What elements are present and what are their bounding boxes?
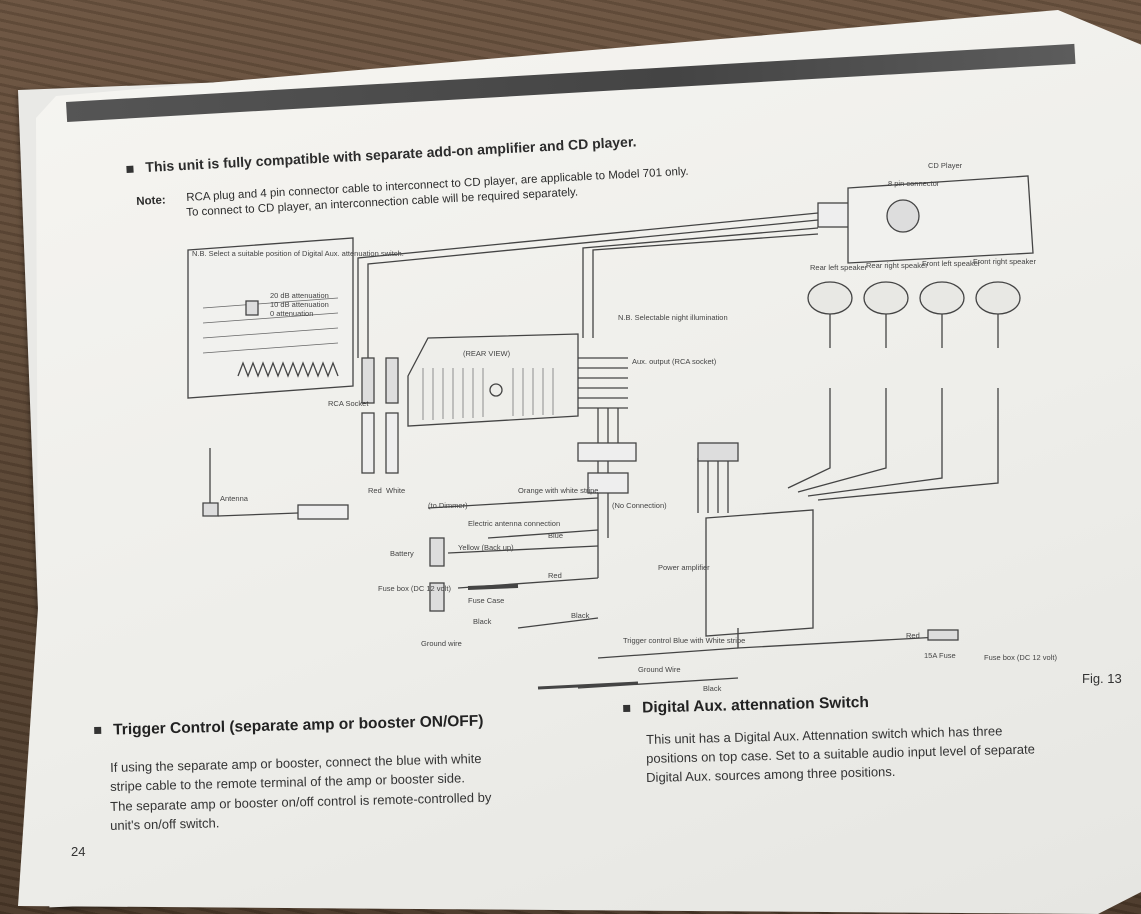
trigger-line-4: unit's on/off switch. [110,815,220,833]
power-wiring [427,497,739,690]
power-amp-label: Power amplifier [658,563,710,572]
antenna-label: Antenna [220,494,249,503]
trigger-section-heading: Trigger Control (separate amp or booster… [94,712,484,740]
fuse-15a-label: 15A Fuse [924,651,956,660]
wiring-diagram: N.B. Select a suitable position of Digit… [187,161,1057,693]
white-label: White [386,486,405,495]
red2-label: Red [548,571,562,580]
orange-white-label: Orange with white stripe [518,486,598,495]
red3-label: Red [906,631,920,640]
rear-view-label: (REAR VIEW) [463,349,511,358]
front-left-label: Front left speaker [922,259,981,268]
atten-20-label: 20 dB attenuation [270,291,329,300]
attenuation-switch-panel [187,237,354,399]
speakers [787,281,1021,501]
bullet-icon [623,705,631,713]
trigger-line-3: The separate amp or booster on/off contr… [110,789,492,814]
page-number: 24 [71,844,86,859]
front-right-label: Front right speaker [973,257,1036,266]
trigger-label: Trigger control Blue with White stripe [623,636,745,645]
pin-connector-label: 8 pin connector [888,179,940,188]
yellow-backup-label: Yellow (Back up) [458,543,514,552]
electric-antenna-label: Electric antenna connection [468,519,560,528]
ground-wire-left-label: Ground wire [421,639,462,648]
fuse-box-right-label: Fuse box (DC 12 volt) [984,653,1057,662]
bullet-icon [126,165,134,173]
digital-line-3: Digital Aux. sources among three positio… [646,763,896,785]
rca-socket-label: RCA Socket [328,399,369,408]
to-dimmer-label: (to Dimmer) [428,501,468,510]
aux-output-label: Aux. output (RCA socket) [632,357,717,366]
trigger-line-2: stripe cable to the remote terminal of t… [110,770,466,794]
battery-label: Battery [390,549,414,558]
head-unit-rear-view [407,333,579,427]
black1-label: Black [473,617,492,626]
rear-left-label: Rear left speaker [810,263,868,272]
red-label: Red [368,486,382,495]
no-connection-label: (No Connection) [612,501,667,510]
ground-wire-label: Ground Wire [638,665,681,674]
antenna [202,448,349,520]
nb-note-label: N.B. Select a suitable position of Digit… [192,249,404,258]
atten-10-label: 10 dB attenuation [270,300,329,309]
power-amplifier [697,442,959,649]
rca-plugs [361,357,399,474]
figure-label: Fig. 13 [1082,671,1122,686]
fuse-box-left-label: Fuse box (DC 12 volt) [378,584,451,593]
rear-right-label: Rear right speaker [866,261,928,270]
cd-player-label: CD Player [928,161,963,170]
manual-page: This unit is fully compatible with separ… [18,10,1141,914]
cd-cable [357,175,1034,358]
bullet-icon [94,727,102,735]
atten-0-label: 0 attenuation [270,309,313,318]
blue-label: Blue [548,531,563,540]
selectable-illum-label: N.B. Selectable night illumination [618,313,728,322]
black3-label: Black [703,684,722,693]
black2-label: Black [571,611,590,620]
fuse-case-label: Fuse Case [468,596,504,605]
wire-harness [577,357,637,578]
